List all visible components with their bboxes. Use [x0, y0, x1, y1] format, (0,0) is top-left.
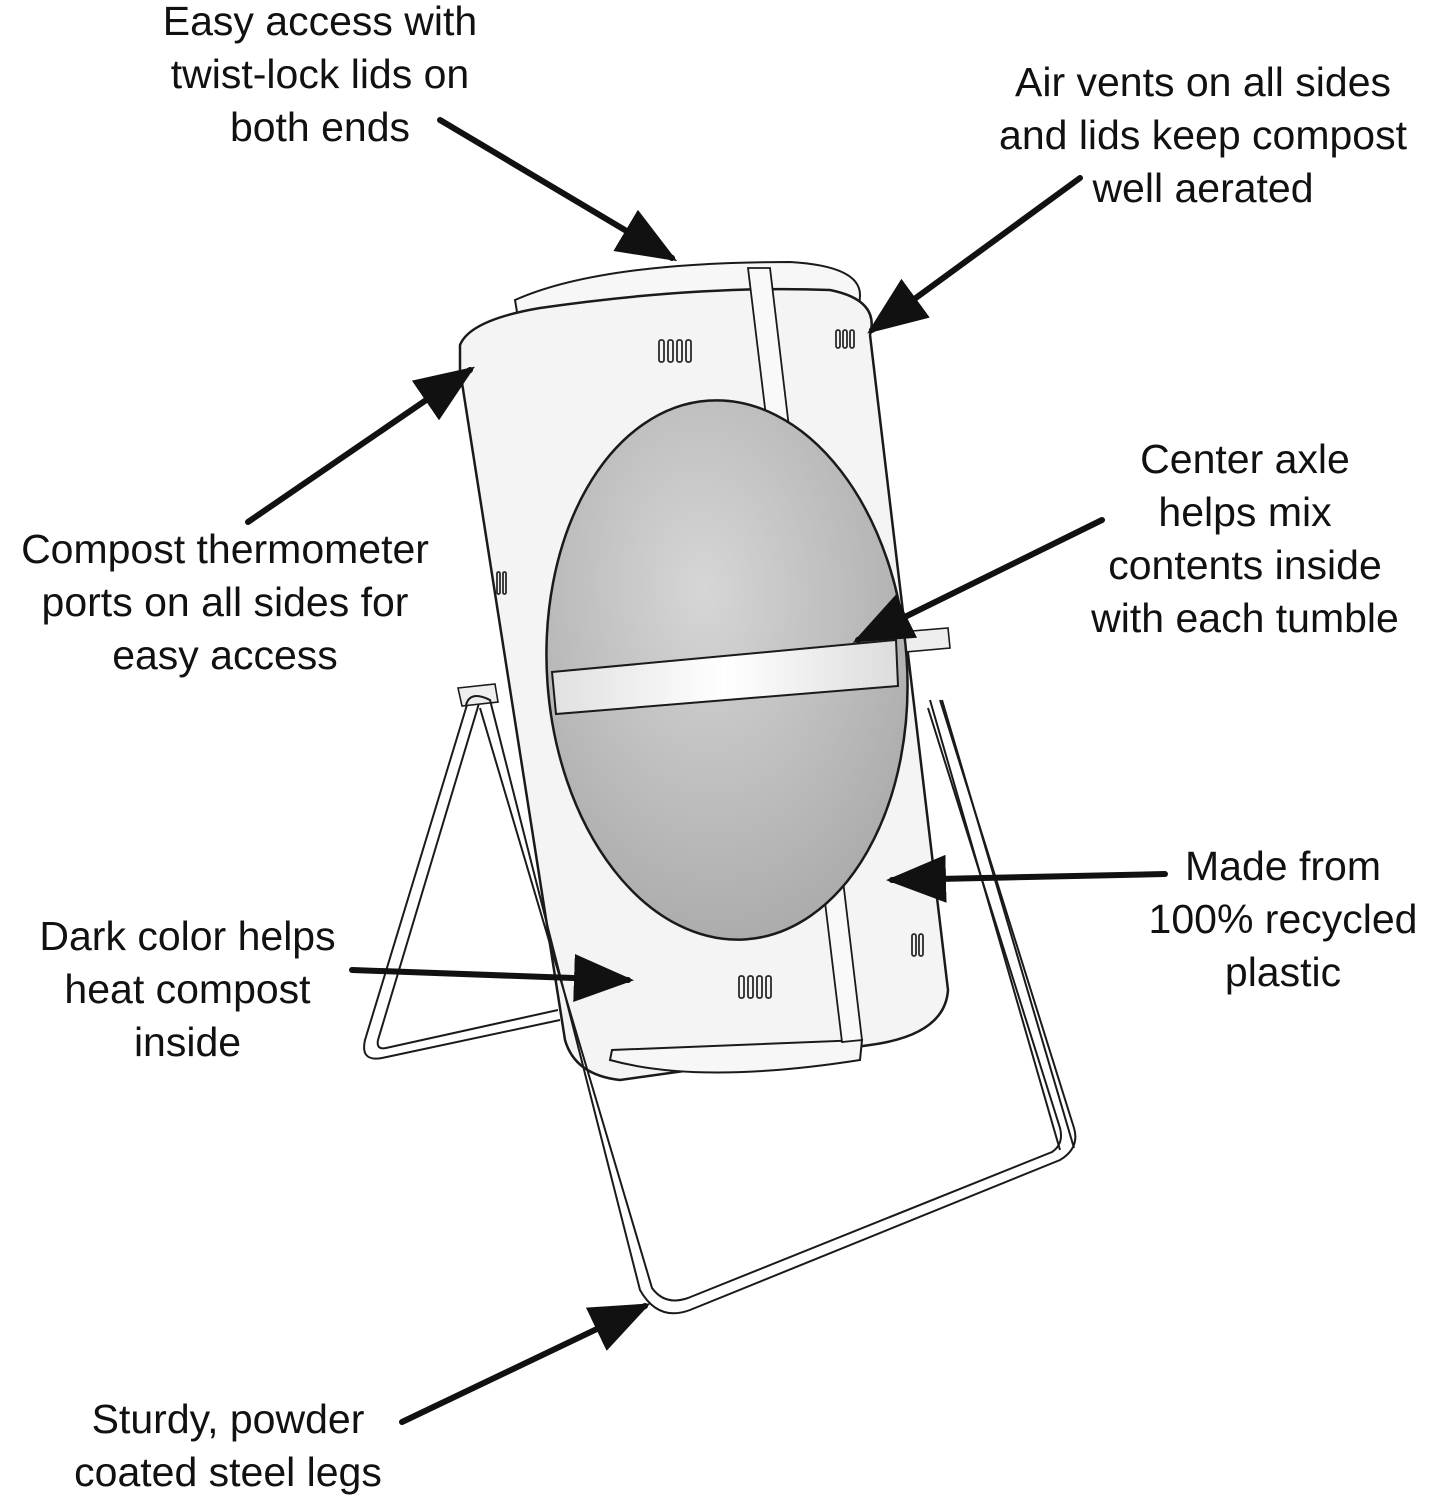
vent-bottom — [738, 975, 772, 999]
arrow-legs — [399, 1303, 651, 1425]
arrow-dark-color — [349, 954, 634, 1003]
vent-slots — [496, 329, 924, 999]
callout-legs: Sturdy, powder coated steel legs — [74, 1396, 382, 1495]
callout-recycled: Made from 100% recycled plastic — [1148, 843, 1418, 995]
arrow-recycled — [886, 854, 1168, 903]
callout-thermometer: Compost thermometer ports on all sides f… — [21, 526, 429, 678]
vent-side-left — [496, 571, 507, 595]
arrow-vents — [867, 175, 1083, 334]
vent-top-left — [658, 339, 692, 363]
vent-bottom-right — [911, 933, 924, 957]
front-leg-frame — [465, 695, 1077, 1315]
vent-top-right — [835, 329, 855, 349]
center-axle-band — [550, 638, 900, 716]
callout-arrows — [245, 117, 1168, 1425]
callout-dark-color: Dark color helps heat compost inside — [39, 913, 336, 1065]
arrow-lids — [437, 117, 678, 262]
callout-vents: Air vents on all sides and lids keep com… — [999, 59, 1407, 211]
callout-axle: Center axle helps mix contents inside wi… — [1091, 436, 1399, 641]
callout-lids: Easy access with twist-lock lids on both… — [162, 0, 478, 150]
arrow-axle — [852, 517, 1105, 643]
arrow-thermometer — [245, 366, 475, 525]
